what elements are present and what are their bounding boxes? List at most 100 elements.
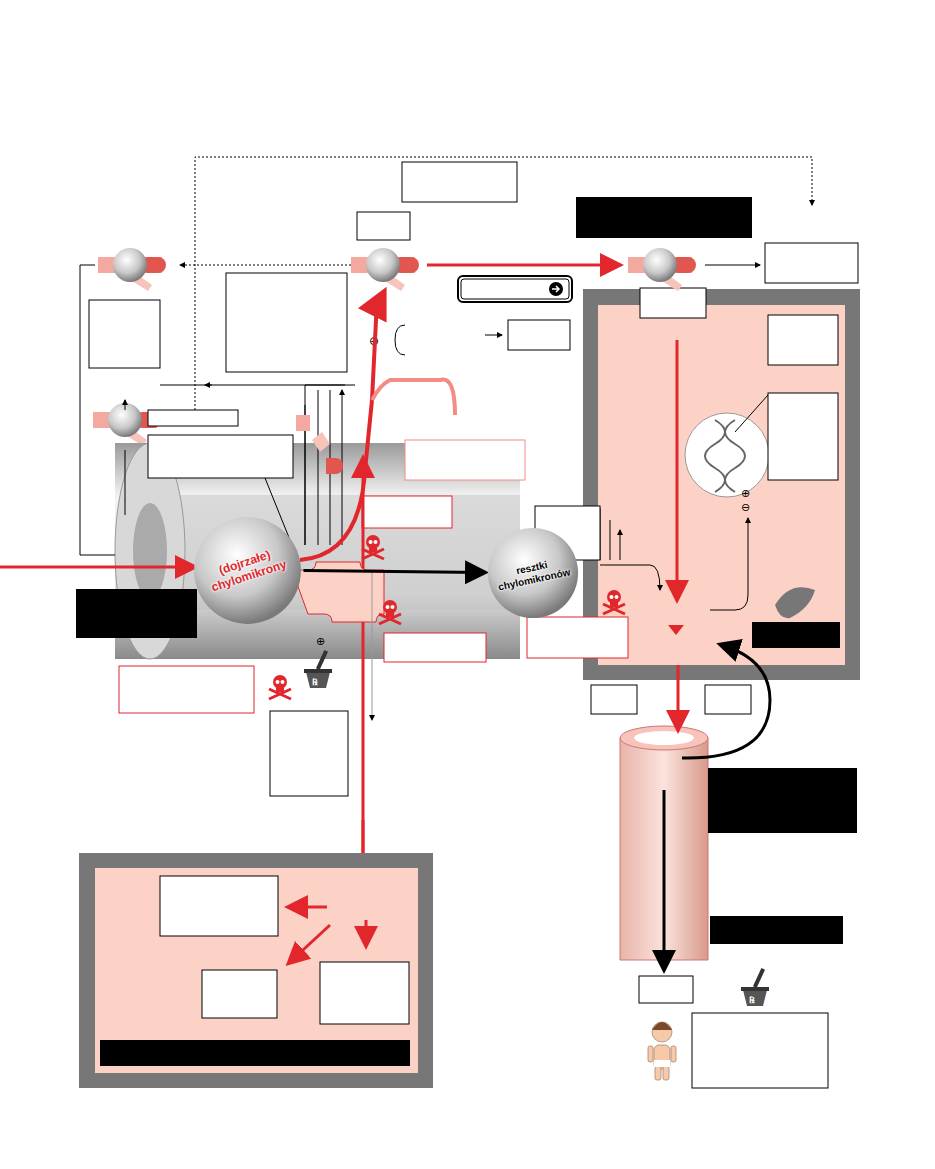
illustration-part <box>708 768 857 833</box>
illustration-part <box>133 503 167 599</box>
illustration-part <box>380 294 383 300</box>
illustration-part <box>362 496 452 528</box>
illustration-part <box>312 432 330 452</box>
illustration-part <box>365 920 368 944</box>
illustration-part <box>652 1022 672 1042</box>
illustration-part <box>600 508 620 560</box>
illustration-part <box>180 265 375 266</box>
illustration-part <box>405 440 525 480</box>
illustration-part <box>290 925 330 962</box>
illustration-part <box>628 248 696 291</box>
illustration-part <box>205 385 212 386</box>
illustration-part <box>304 650 332 688</box>
illustration-part <box>671 1046 676 1062</box>
illustration-part <box>654 1045 670 1069</box>
illustration-part <box>685 413 769 497</box>
illustration-part <box>148 410 238 426</box>
illustration-part <box>676 340 679 598</box>
illustration-part <box>552 286 559 292</box>
illustration-part <box>79 853 433 1088</box>
sphere-fill <box>194 517 301 624</box>
illustration-part <box>692 1013 828 1088</box>
illustration-part <box>768 315 838 365</box>
illustration-part <box>735 395 768 432</box>
illustration-part <box>549 282 563 296</box>
illustration-part <box>485 335 502 336</box>
illustration-part <box>710 916 843 944</box>
illustration-part <box>741 968 769 1006</box>
illustration-part <box>458 276 572 302</box>
illustration-part <box>292 562 384 622</box>
illustration-part <box>639 976 693 1003</box>
illustration-part <box>95 868 418 1073</box>
illustration-part <box>202 970 277 1018</box>
illustration-part <box>379 600 401 624</box>
illustration-part <box>768 393 838 480</box>
illustration-part <box>663 1066 669 1080</box>
illustration-part <box>682 645 770 758</box>
illustration-part <box>603 590 625 614</box>
illustration-part <box>655 1066 661 1080</box>
illustration-part <box>372 570 373 720</box>
illustration-part <box>663 790 666 968</box>
illustration-part <box>160 876 278 936</box>
illustration-part <box>305 390 342 545</box>
illustration-part <box>80 265 115 555</box>
illustration-part <box>508 320 570 350</box>
illustration-part <box>226 273 347 372</box>
illustration-part <box>0 566 193 569</box>
illustration-part <box>119 666 254 713</box>
illustration-part <box>125 400 126 515</box>
illustration-part <box>326 458 343 474</box>
illustration-part: ⊖ <box>741 501 750 514</box>
illustration-part <box>648 1046 653 1062</box>
illustration-part <box>620 726 708 750</box>
illustration-part <box>357 212 410 240</box>
illustration-part <box>372 379 455 415</box>
illustration-part <box>427 264 618 267</box>
illustration-part <box>652 1022 672 1030</box>
chylomicron-sphere: (dojrzałe) chylomikrony <box>193 516 302 625</box>
illustration-part <box>270 711 348 796</box>
illustration-part <box>705 420 745 492</box>
illustration-part <box>89 300 160 368</box>
illustration-part <box>668 625 684 635</box>
illustration-part <box>710 518 748 610</box>
illustration-part <box>384 633 486 662</box>
illustration-part: ⊕ <box>741 487 750 500</box>
illustration-part <box>160 385 345 386</box>
sphere-fill <box>488 528 578 618</box>
illustration-part <box>634 731 694 745</box>
illustration-part <box>362 535 384 559</box>
illustration-part <box>76 589 197 638</box>
illustration-part <box>527 617 628 658</box>
illustration-part <box>148 435 293 478</box>
illustration-part <box>320 962 409 1024</box>
illustration-part <box>648 1022 676 1080</box>
illustration-part <box>775 587 815 618</box>
illustration-part <box>351 248 419 291</box>
illustration-part <box>576 197 752 238</box>
illustration-part <box>752 622 840 648</box>
illustration-part <box>402 162 517 202</box>
illustration-part <box>362 460 365 555</box>
flow-arrow <box>303 571 483 573</box>
illustration-part <box>765 243 858 283</box>
illustration-part <box>290 906 327 909</box>
illustration-part <box>654 1060 670 1067</box>
illustration-part <box>640 288 706 318</box>
illustration-part <box>269 675 291 699</box>
illustration-part <box>461 279 569 299</box>
illustration-part: ⊕ <box>316 635 325 648</box>
illustration-part <box>395 325 405 355</box>
illustration-part <box>600 565 660 590</box>
illustration-part <box>598 305 845 665</box>
remnant-sphere: resztki chylomikronów <box>487 527 579 619</box>
illustration-part <box>705 685 751 714</box>
illustration-part <box>705 265 760 266</box>
illustration-part <box>296 415 310 431</box>
illustration-part <box>100 1040 410 1066</box>
illustration-part <box>98 248 166 291</box>
